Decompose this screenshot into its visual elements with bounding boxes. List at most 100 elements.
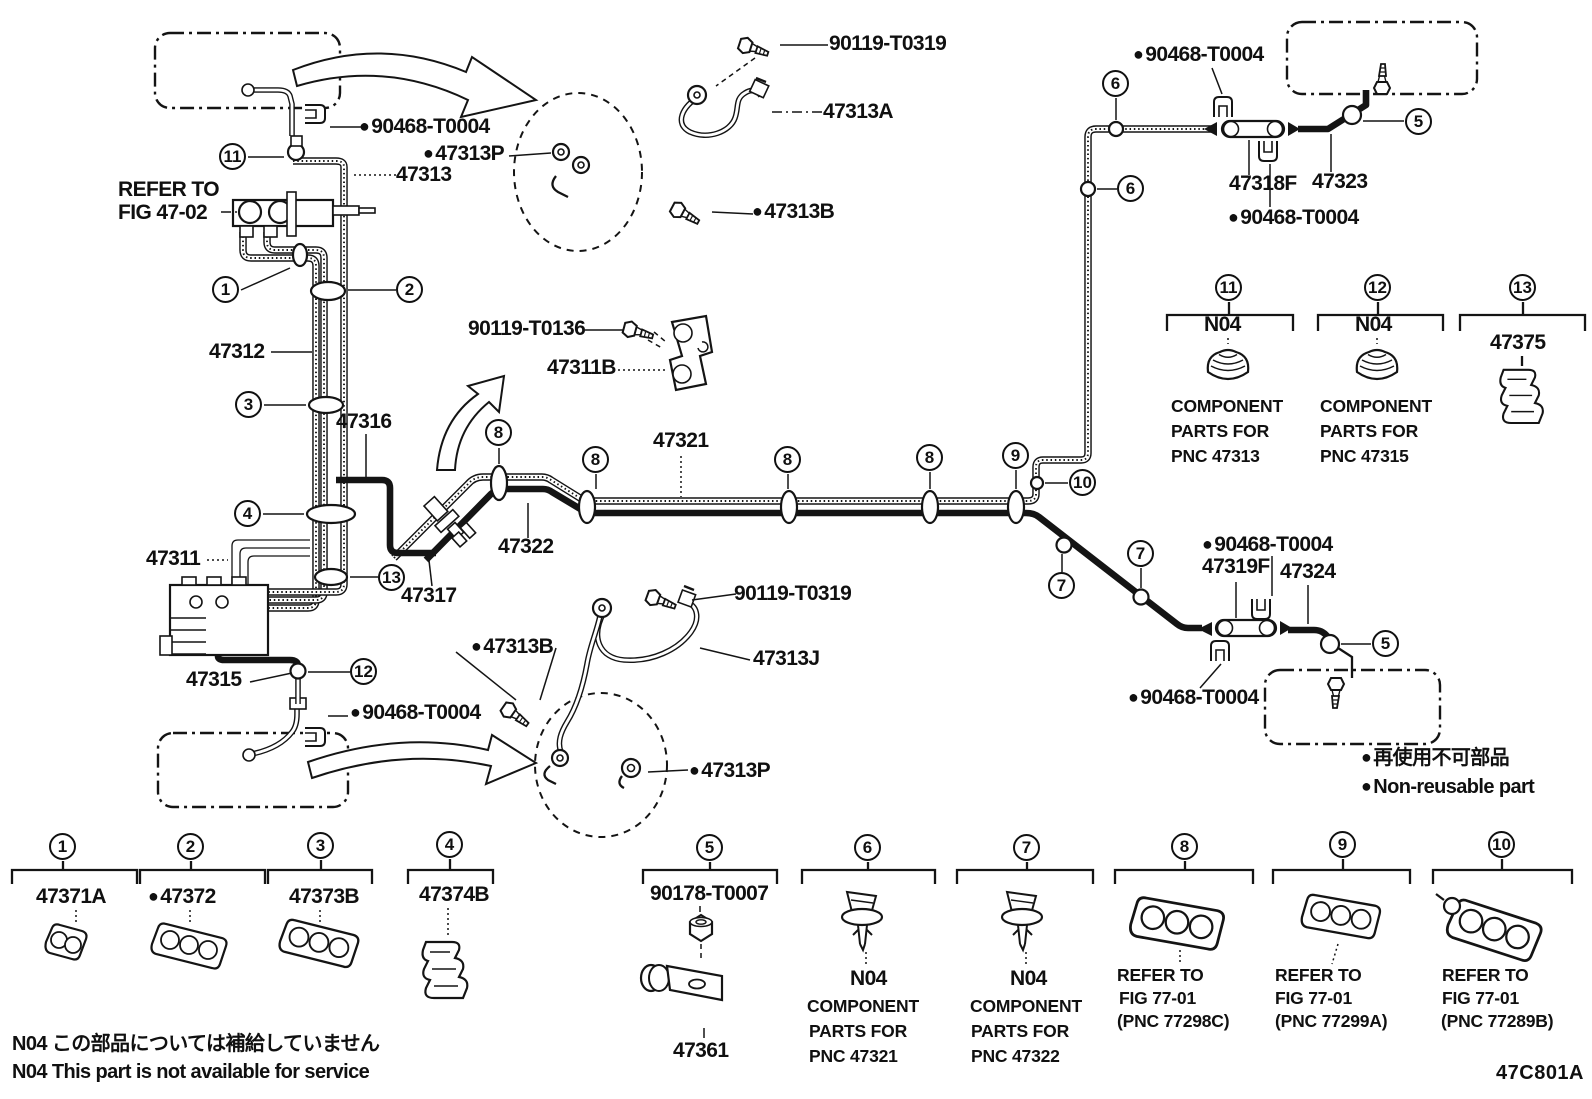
legend-callout-6: 6 bbox=[854, 834, 881, 861]
callout-2: 2 bbox=[396, 276, 423, 303]
refer-77-01-9-line3: (PNC 77299A) bbox=[1275, 1011, 1388, 1031]
legend-callout-1: 1 bbox=[49, 833, 76, 860]
legend-part-47373B: 47373B bbox=[289, 885, 360, 908]
bolt-47313B-bottom bbox=[497, 699, 534, 732]
part-label-47311: 47311 bbox=[146, 547, 201, 570]
callout-6a: 6 bbox=[1102, 70, 1129, 97]
callout-12-section: 12 bbox=[1364, 274, 1391, 301]
part-label-90468-topright1: ●90468-T0004 bbox=[1133, 43, 1264, 66]
tube-stub-bottomleft bbox=[242, 697, 307, 762]
non-reusable-bullet-icon: ● bbox=[148, 886, 159, 906]
component-parts-11-line1: COMPONENT bbox=[1171, 396, 1283, 416]
tube-nodes bbox=[289, 104, 1363, 680]
bolt-end-47323 bbox=[1373, 63, 1391, 95]
legend-callout-2: 2 bbox=[177, 833, 204, 860]
part-label-47316: 47316 bbox=[336, 410, 392, 433]
part-label-47324: 47324 bbox=[1280, 560, 1336, 583]
clip-47372-drawing bbox=[150, 922, 228, 970]
component-parts-6-line3: PNC 47321 bbox=[809, 1046, 898, 1066]
legend-brackets bbox=[10, 859, 1574, 884]
clip-icon-topright-1 bbox=[1213, 96, 1233, 118]
component-parts-7-line2: PARTS FOR bbox=[971, 1021, 1070, 1041]
callout-8d: 8 bbox=[916, 444, 943, 471]
legend-callout-5: 5 bbox=[696, 834, 723, 861]
clip-47374B-drawing bbox=[421, 940, 469, 1000]
clip-77298C-drawing bbox=[1126, 890, 1228, 957]
callout-leaders bbox=[240, 98, 1404, 673]
component-parts-12-line1: COMPONENT bbox=[1320, 396, 1432, 416]
callout-5a: 5 bbox=[1405, 108, 1432, 135]
clip-icon-bottomleft bbox=[304, 727, 326, 747]
footnote-en: N04 This part is not available for servi… bbox=[12, 1061, 370, 1083]
tubes-47311 bbox=[231, 539, 310, 584]
grommet-pnc47313 bbox=[1206, 348, 1250, 381]
arrow-up-mid bbox=[435, 374, 506, 471]
legend-non-reusable-en: ●Non-reusable part bbox=[1361, 776, 1535, 798]
callout-7b: 7 bbox=[1127, 540, 1154, 567]
non-reusable-bullet-icon: ● bbox=[1228, 207, 1239, 227]
part-label-47317: 47317 bbox=[401, 584, 457, 607]
legend-callout-10: 10 bbox=[1488, 831, 1515, 858]
part-label-47318F: 47318F bbox=[1229, 172, 1297, 195]
clip-47371A-drawing bbox=[44, 923, 88, 961]
part-label-47375: 47375 bbox=[1490, 331, 1546, 354]
part-label-47313P-top: ●47313P bbox=[423, 142, 505, 165]
callout-7a: 7 bbox=[1048, 572, 1075, 599]
component-parts-6-line1: COMPONENT bbox=[807, 996, 919, 1016]
part-label-47323: 47323 bbox=[1312, 170, 1368, 193]
clip-pnc47321-drawing bbox=[840, 890, 884, 952]
refer-77-01-10-line2: FIG 77-01 bbox=[1442, 988, 1519, 1008]
arrow-to-rear-detail bbox=[306, 733, 539, 786]
grommet-pnc47315 bbox=[1355, 348, 1399, 381]
hose-47313J bbox=[543, 584, 700, 790]
nut-90178-T0007-drawing bbox=[688, 913, 714, 943]
part-label-90119-T0319-top: 90119-T0319 bbox=[829, 32, 947, 55]
bolt-90119-T0136 bbox=[620, 319, 656, 345]
vehicle-outline-box-bottomright bbox=[1263, 668, 1442, 746]
clip-77289B-drawing bbox=[1435, 893, 1545, 964]
legend-callout-3: 3 bbox=[307, 832, 334, 859]
callout-13: 13 bbox=[378, 564, 405, 591]
legend-non-reusable-jp: ●再使用不可部品 bbox=[1361, 747, 1510, 769]
callout-13-section: 13 bbox=[1509, 274, 1536, 301]
vehicle-outline-box-bottomleft bbox=[156, 731, 350, 809]
refer-fig-47-02-line2: FIG 47-02 bbox=[118, 201, 208, 224]
non-reusable-bullet-icon: ● bbox=[752, 201, 763, 221]
part-label-90468-topleft: ●90468-T0004 bbox=[359, 115, 490, 138]
refer-77-01-8-line3: (PNC 77298C) bbox=[1117, 1011, 1230, 1031]
legend-part-47374B: 47374B bbox=[419, 883, 490, 906]
proportioning-valve-part bbox=[286, 135, 306, 162]
component-parts-12-line3: PNC 47315 bbox=[1320, 446, 1409, 466]
part-label-90468-topright2: ●90468-T0004 bbox=[1228, 206, 1359, 229]
callout-8a: 8 bbox=[485, 419, 512, 446]
hose-47313A bbox=[678, 76, 770, 138]
part-label-90468-bottomleft: ●90468-T0004 bbox=[350, 701, 481, 724]
non-reusable-bullet-icon: ● bbox=[359, 116, 370, 136]
callout-11-section: 11 bbox=[1215, 274, 1242, 301]
part-label-47311B: 47311B bbox=[547, 356, 616, 379]
bolt-end-47324 bbox=[1327, 677, 1345, 709]
refer-77-01-10-line3: (PNC 77289B) bbox=[1441, 1011, 1554, 1031]
n04-label-7: N04 bbox=[1010, 967, 1047, 990]
callout-3: 3 bbox=[235, 391, 262, 418]
flexible-hose-47318F bbox=[1204, 119, 1300, 139]
part-label-47313B-bottom: ●47313B bbox=[471, 635, 554, 658]
joint-47317-b bbox=[450, 521, 477, 549]
refer-77-01-9-line2: FIG 77-01 bbox=[1275, 988, 1352, 1008]
n04-label-11: N04 bbox=[1204, 313, 1241, 336]
part-label-47313A: 47313A bbox=[823, 100, 894, 123]
non-reusable-bullet-icon: ● bbox=[423, 143, 434, 163]
bolt-47313B-top bbox=[667, 199, 704, 230]
brake-actuator bbox=[159, 576, 270, 657]
legend-part-47371A: 47371A bbox=[36, 885, 107, 908]
footnote-jp: N04 この部品については補給していません bbox=[12, 1033, 380, 1055]
n04-label-6: N04 bbox=[850, 967, 887, 990]
clip-icon-topright-2 bbox=[1258, 140, 1278, 162]
bolt-90119-T0319-top bbox=[736, 35, 772, 62]
part-label-47315: 47315 bbox=[186, 668, 242, 691]
clip-47375-drawing bbox=[1499, 368, 1544, 425]
non-reusable-bullet-icon: ● bbox=[689, 760, 700, 780]
part-label-47322: 47322 bbox=[498, 535, 554, 558]
tube-clamps bbox=[291, 242, 1026, 587]
label-leaders bbox=[207, 44, 1332, 773]
